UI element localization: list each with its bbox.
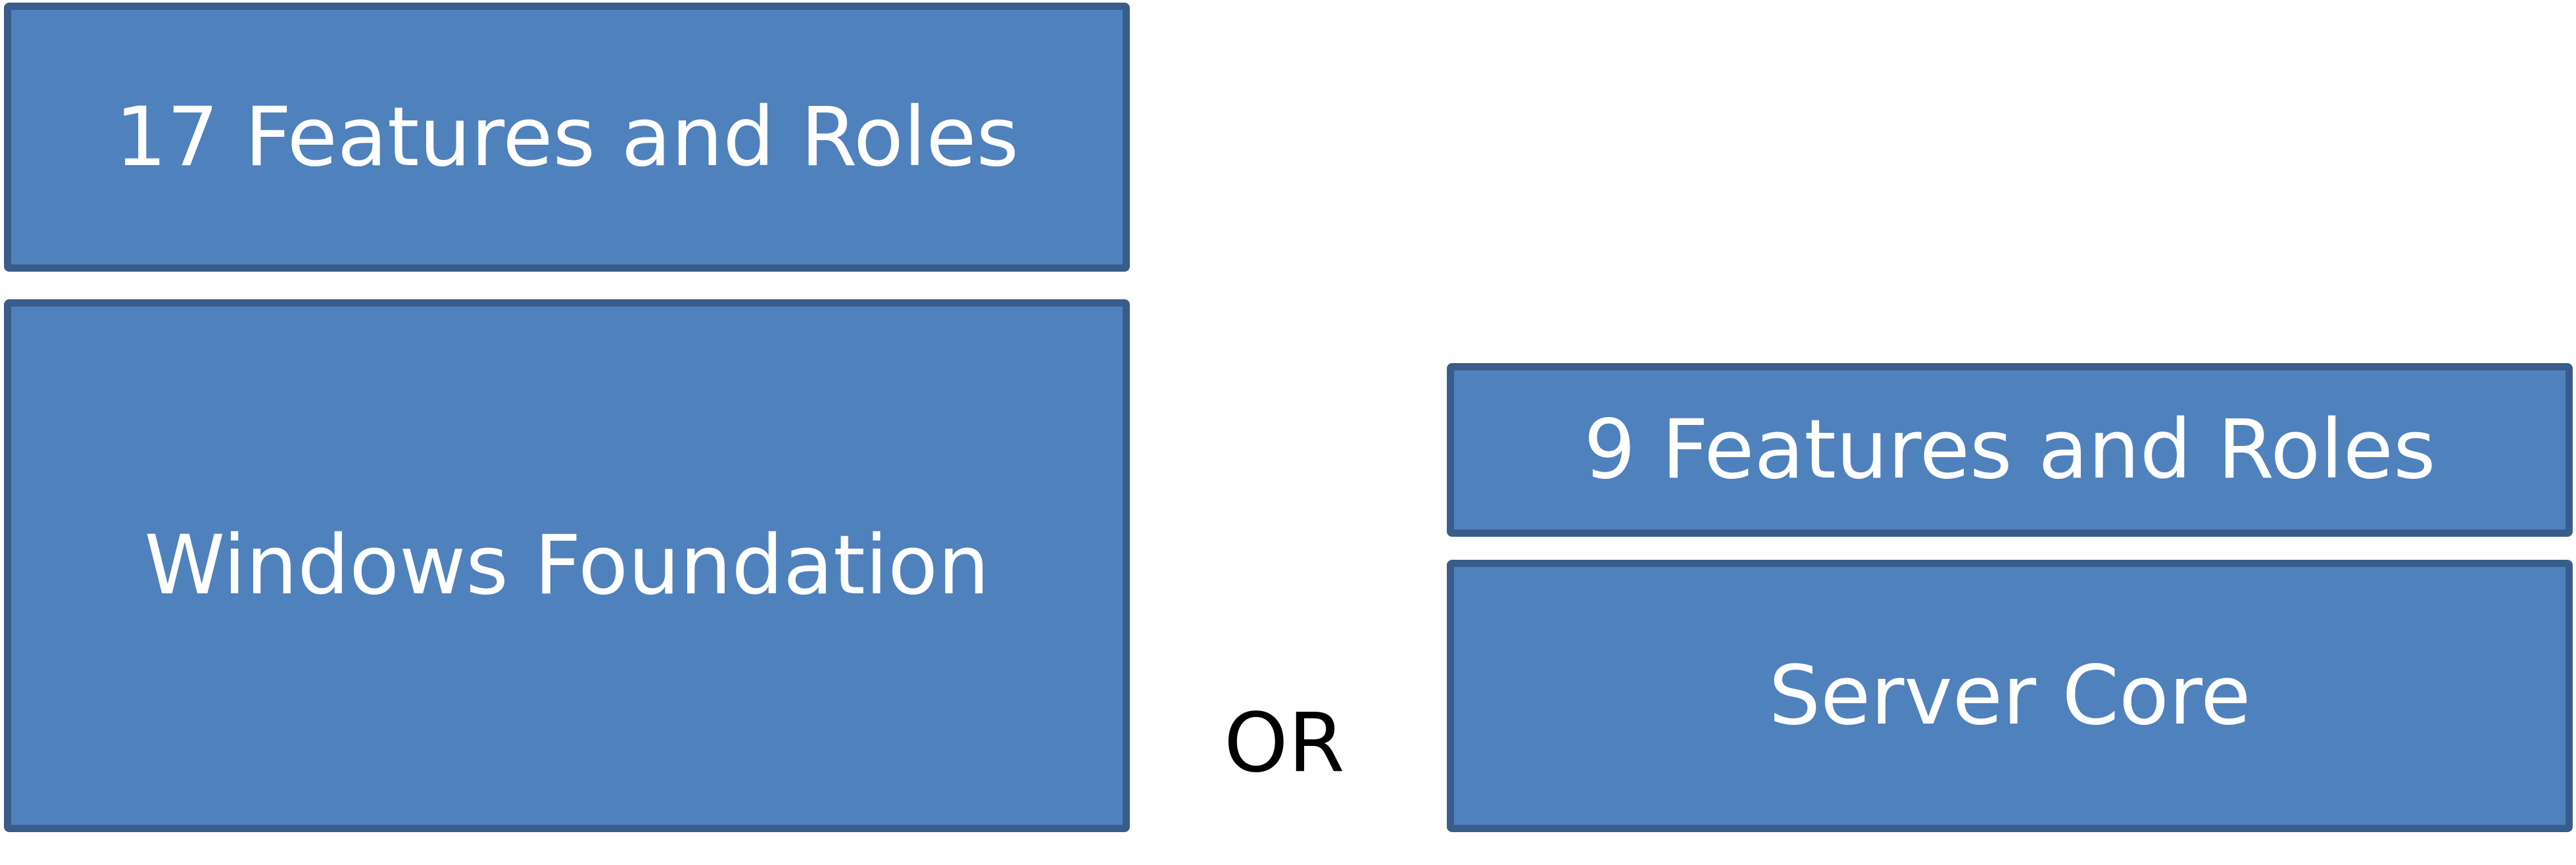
- server-core-box: Server Core: [1447, 560, 2573, 832]
- windows-foundation-label: Windows Foundation: [144, 518, 990, 613]
- server-core-label: Server Core: [1768, 649, 2251, 743]
- features-roles-9-label: 9 Features and Roles: [1584, 403, 2436, 497]
- or-separator-label: OR: [1224, 696, 1345, 791]
- features-roles-17-label: 17 Features and Roles: [114, 89, 1019, 185]
- windows-foundation-box: Windows Foundation: [4, 299, 1130, 832]
- features-roles-17-box: 17 Features and Roles: [4, 3, 1130, 272]
- features-roles-9-box: 9 Features and Roles: [1447, 363, 2573, 537]
